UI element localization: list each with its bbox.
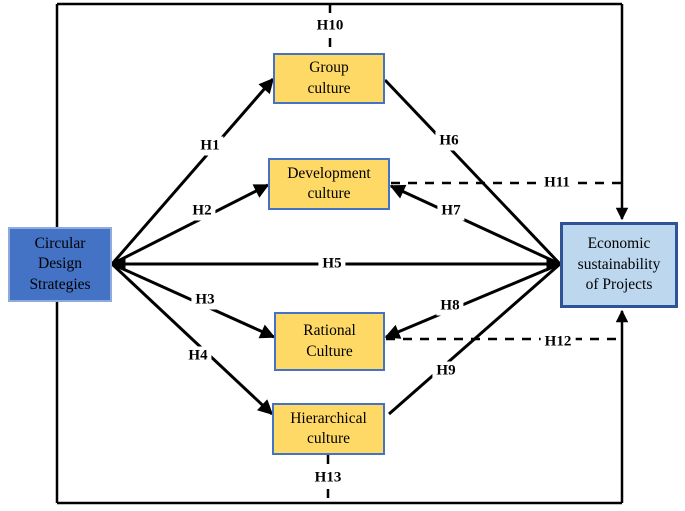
node-development-label: Development culture bbox=[287, 164, 371, 202]
node-rational-culture: Rational Culture bbox=[274, 312, 385, 371]
label-h6: H6 bbox=[435, 131, 463, 151]
label-h8: H8 bbox=[436, 296, 464, 316]
node-group-culture: Group culture bbox=[273, 53, 385, 104]
node-development-culture: Development culture bbox=[268, 158, 390, 210]
node-economic-label: Economic sustainability of Projects bbox=[577, 235, 661, 294]
label-h9: H9 bbox=[432, 361, 460, 381]
node-group-label: Group culture bbox=[307, 59, 351, 97]
node-hierarchical-culture: Hierarchical culture bbox=[272, 403, 385, 455]
node-economic-sustainability: Economic sustainability of Projects bbox=[560, 222, 678, 308]
h4-path bbox=[110, 262, 274, 416]
label-h10: H10 bbox=[312, 16, 348, 36]
h6-path bbox=[383, 78, 562, 266]
h8-path bbox=[384, 262, 561, 339]
node-hierarchical-label: Hierarchical culture bbox=[290, 409, 367, 447]
h1-path bbox=[110, 77, 275, 265]
label-h1: H1 bbox=[196, 136, 224, 156]
label-h13: H13 bbox=[310, 468, 346, 488]
node-circular-design-strategies: Circular Design Strategies bbox=[8, 227, 112, 302]
label-h5: H5 bbox=[318, 254, 346, 274]
node-circular-label: Circular Design Strategies bbox=[29, 234, 91, 293]
label-h12: H12 bbox=[540, 332, 576, 352]
node-rational-label: Rational Culture bbox=[303, 322, 356, 360]
h2-path bbox=[111, 183, 270, 266]
label-h3: H3 bbox=[191, 290, 219, 310]
label-h2: H2 bbox=[188, 201, 216, 221]
label-h7: H7 bbox=[437, 201, 465, 221]
h7-path bbox=[389, 184, 561, 266]
label-h11: H11 bbox=[540, 173, 574, 193]
label-h4: H4 bbox=[184, 346, 212, 366]
